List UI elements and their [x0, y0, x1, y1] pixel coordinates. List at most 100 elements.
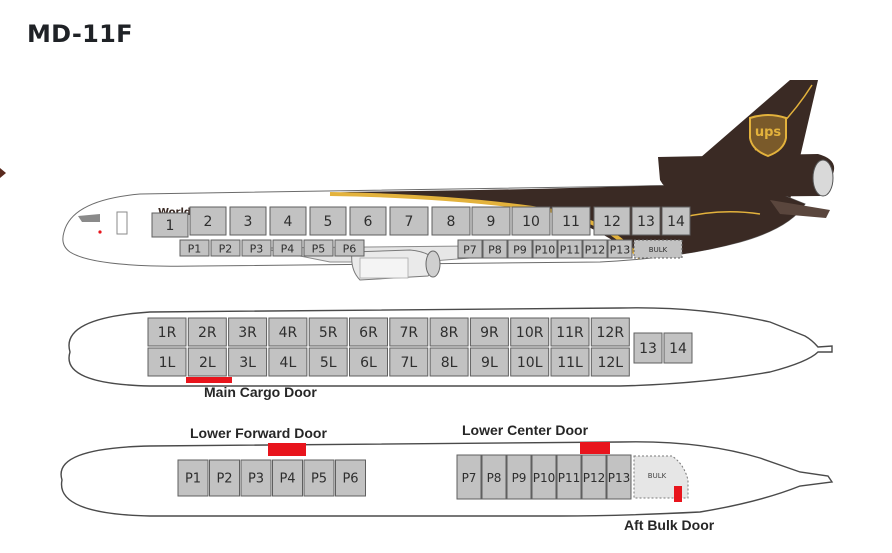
lower-deck-position-P12[interactable]: P12: [581, 454, 607, 500]
side-main-position-14[interactable]: 14: [661, 206, 691, 236]
lower-deck-position-P7-label: P7: [462, 471, 477, 485]
main-deck-position-7R-box: [389, 317, 429, 347]
main-deck-position-13-box: [633, 332, 663, 364]
main-deck-position-10L[interactable]: 10L: [510, 347, 550, 377]
main-deck-position-9L[interactable]: 9L: [469, 347, 509, 377]
side-main-position-11[interactable]: 11: [551, 206, 591, 236]
lower-deck-position-P8[interactable]: P8: [481, 454, 507, 500]
main-deck-position-1L-label: 1L: [159, 355, 176, 371]
side-main-position-6[interactable]: 6: [349, 206, 387, 236]
lower-deck-position-P13-box: [606, 454, 632, 500]
main-deck-position-11L[interactable]: 11L: [550, 347, 590, 377]
main-deck-position-3L[interactable]: 3L: [228, 347, 268, 377]
main-deck-position-2R[interactable]: 2R: [187, 317, 227, 347]
side-lower-position-P2[interactable]: P2: [210, 239, 241, 257]
main-cargo-door[interactable]: [186, 377, 232, 383]
aft-bulk-door[interactable]: [674, 486, 682, 502]
lower-deck-position-P6[interactable]: P6: [335, 459, 366, 497]
main-deck-position-1L-box: [147, 347, 187, 377]
main-deck-position-6R[interactable]: 6R: [349, 317, 388, 347]
side-lower-position-P1[interactable]: P1: [179, 239, 210, 257]
side-lower-position-P6[interactable]: P6: [334, 239, 365, 257]
main-deck-position-12R[interactable]: 12R: [590, 317, 630, 347]
side-lower-position-P9[interactable]: P9: [507, 239, 533, 259]
nav-arrow-icon[interactable]: [0, 163, 6, 183]
side-main-position-2[interactable]: 2: [189, 206, 227, 236]
lower-deck-position-P13[interactable]: P13: [606, 454, 632, 500]
lower-deck-position-P11[interactable]: P11: [556, 454, 582, 500]
side-main-position-13-box: [631, 206, 661, 236]
main-deck-position-7L[interactable]: 7L: [389, 347, 429, 377]
side-lower-position-P1-box: [179, 239, 210, 257]
lower-deck-position-P7[interactable]: P7: [456, 454, 482, 500]
side-main-position-3[interactable]: 3: [229, 206, 267, 236]
side-lower-position-P8[interactable]: P8: [482, 239, 508, 259]
side-main-position-5[interactable]: 5: [309, 206, 347, 236]
main-deck-position-4R[interactable]: 4R: [268, 317, 308, 347]
side-lower-position-P12-label: P12: [585, 244, 606, 257]
side-lower-position-P13-box: [607, 239, 633, 259]
lower-center-door[interactable]: [580, 442, 610, 454]
lower-deck-position-P10[interactable]: P10: [531, 454, 557, 500]
lower-deck-position-P2[interactable]: P2: [209, 459, 240, 497]
lower-deck-position-P4[interactable]: P4: [272, 459, 303, 497]
main-deck-position-5R[interactable]: 5R: [308, 317, 348, 347]
side-lower-position-P12[interactable]: P12: [582, 239, 608, 259]
lower-deck-position-P6-label: P6: [342, 472, 358, 487]
main-deck-position-8R[interactable]: 8R: [429, 317, 469, 347]
side-main-position-10[interactable]: 10: [511, 206, 551, 236]
side-lower-position-P10[interactable]: P10: [532, 239, 558, 259]
lower-forward-door[interactable]: [268, 443, 306, 456]
main-deck-position-3R[interactable]: 3R: [228, 317, 268, 347]
main-deck-position-4L[interactable]: 4L: [268, 347, 308, 377]
side-lower-position-P4[interactable]: P4: [272, 239, 303, 257]
main-deck-position-9R[interactable]: 9R: [469, 317, 509, 347]
main-deck-position-14[interactable]: 14: [663, 332, 693, 364]
side-lower-bulk[interactable]: BULK: [633, 239, 683, 259]
side-main-position-1-label: 1: [166, 218, 175, 234]
main-deck-position-6L[interactable]: 6L: [349, 347, 388, 377]
side-main-position-4-box: [269, 206, 307, 236]
side-main-position-7[interactable]: 7: [389, 206, 429, 236]
side-lower-position-P13[interactable]: P13: [607, 239, 633, 259]
lower-deck-position-P9[interactable]: P9: [506, 454, 532, 500]
lower-deck-position-P5[interactable]: P5: [303, 459, 335, 497]
side-lower-position-P11[interactable]: P11: [557, 239, 583, 259]
main-deck-position-1L[interactable]: 1L: [147, 347, 187, 377]
main-deck-position-7R[interactable]: 7R: [389, 317, 429, 347]
side-main-position-9[interactable]: 9: [471, 206, 511, 236]
main-deck-position-5L[interactable]: 5L: [308, 347, 348, 377]
lower-deck-position-P3-label: P3: [248, 472, 264, 487]
main-deck-position-10R[interactable]: 10R: [510, 317, 550, 347]
side-main-position-10-label: 10: [522, 214, 540, 230]
lower-deck-position-P1[interactable]: P1: [177, 459, 209, 497]
main-deck-position-11R-label: 11R: [556, 325, 584, 341]
side-main-position-12[interactable]: 12: [593, 206, 631, 236]
side-lower-position-P3[interactable]: P3: [241, 239, 272, 257]
side-main-position-5-label: 5: [324, 214, 333, 230]
side-lower-position-P7[interactable]: P7: [457, 239, 483, 259]
main-deck-position-8L[interactable]: 8L: [429, 347, 469, 377]
rear-livery: [340, 185, 805, 258]
side-main-position-8[interactable]: 8: [431, 206, 471, 236]
main-deck-position-12L-label: 12L: [597, 355, 623, 371]
side-lower-position-P5[interactable]: P5: [303, 239, 334, 257]
main-deck-position-12L[interactable]: 12L: [590, 347, 630, 377]
lower-deck-position-P8-label: P8: [487, 471, 502, 485]
side-lower-position-P7-label: P7: [463, 244, 477, 257]
main-deck-position-4L-box: [268, 347, 308, 377]
lower-deck-position-P8-box: [481, 454, 507, 500]
main-deck-position-13[interactable]: 13: [633, 332, 663, 364]
ups-logo-icon: [749, 114, 787, 158]
lower-deck-position-P5-label: P5: [311, 472, 327, 487]
side-lower-position-P11-label: P11: [560, 244, 581, 257]
main-deck-position-1R[interactable]: 1R: [147, 317, 187, 347]
side-main-position-4[interactable]: 4: [269, 206, 307, 236]
lower-deck-position-P3[interactable]: P3: [240, 459, 272, 497]
main-deck-position-2L[interactable]: 2L: [187, 347, 227, 377]
main-deck-position-11R[interactable]: 11R: [550, 317, 590, 347]
main-deck-position-3R-label: 3R: [238, 325, 257, 341]
side-main-position-13[interactable]: 13: [631, 206, 661, 236]
side-main-position-1[interactable]: 1: [151, 212, 189, 238]
